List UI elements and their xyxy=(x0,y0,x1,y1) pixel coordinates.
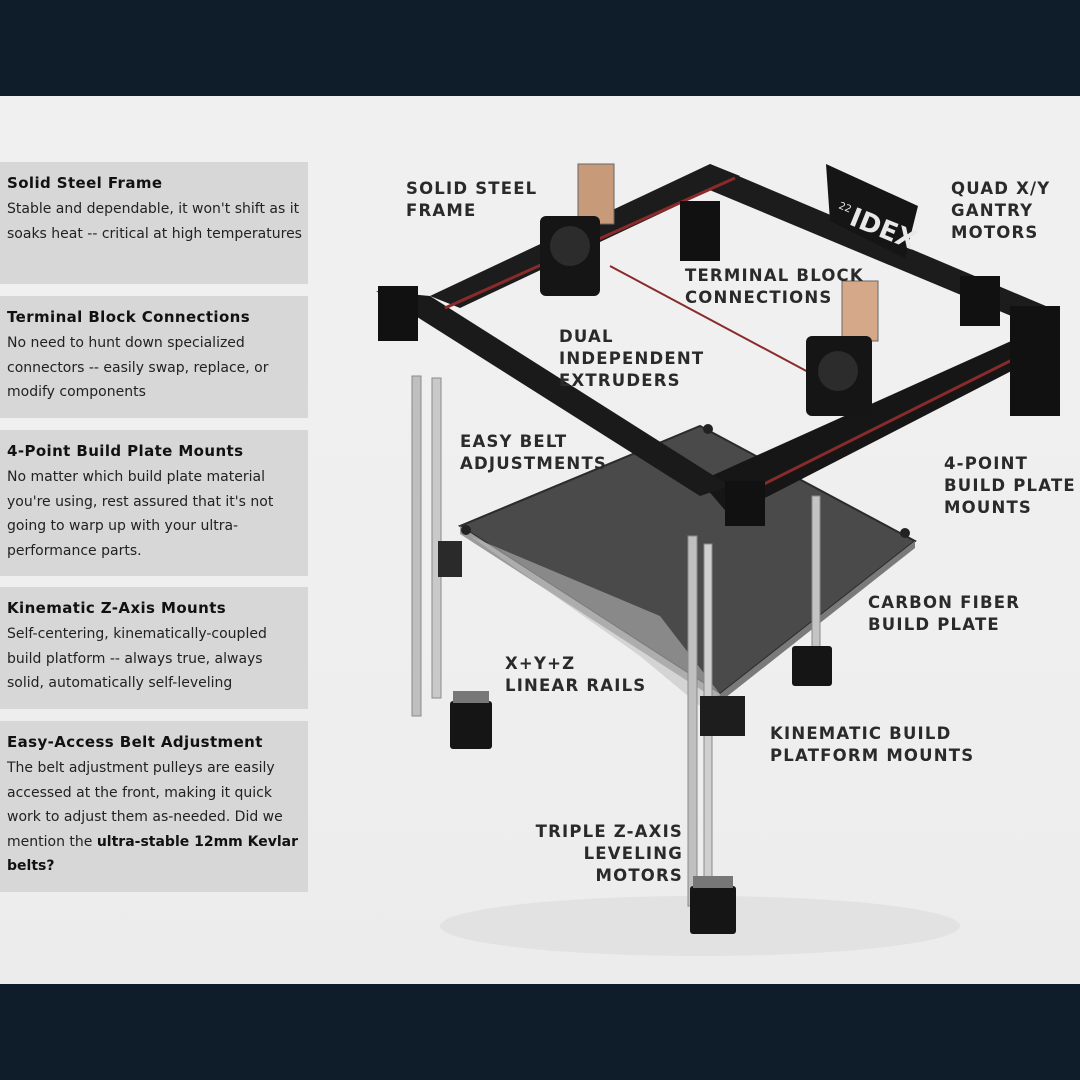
right-back-z-rail xyxy=(792,495,832,686)
feature-card-belt-adjustment: Easy-Access Belt Adjustment The belt adj… xyxy=(0,721,308,892)
callout-linear-rails: X+Y+Z LINEAR RAILS xyxy=(505,654,647,695)
content-panel: IDEX 22 Solid Steel Frame Stable and dep… xyxy=(0,96,1080,984)
feature-body: Self-centering, kinematically-coupled bu… xyxy=(7,626,267,691)
callout-easy-belt: EASY BELT ADJUSTMENTS xyxy=(460,432,607,473)
feature-body: No matter which build plate material you… xyxy=(7,469,274,559)
feature-card-terminal-block: Terminal Block Connections No need to hu… xyxy=(0,296,308,418)
left-z-rail xyxy=(411,375,492,749)
callout-four-point-mounts: 4-POINT BUILD PLATE MOUNTS xyxy=(944,454,1076,517)
feature-body-text: The belt adjustment pulleys are easily a… xyxy=(7,760,283,850)
callout-carbon-fiber-plate: CARBON FIBER BUILD PLATE xyxy=(868,593,1021,634)
feature-title: 4-Point Build Plate Mounts xyxy=(7,442,244,460)
feature-card-build-plate-mounts: 4-Point Build Plate Mounts No matter whi… xyxy=(0,430,308,576)
feature-title: Kinematic Z-Axis Mounts xyxy=(7,599,227,617)
feature-body: No need to hunt down specialized connect… xyxy=(7,335,269,400)
idex-logo-number: 22 xyxy=(837,201,853,216)
callout-kinematic-mounts: KINEMATIC BUILD PLATFORM MOUNTS xyxy=(770,724,975,765)
feature-body: Stable and dependable, it won't shift as… xyxy=(7,201,302,242)
callout-solid-steel-frame: SOLID STEEL FRAME xyxy=(406,179,538,220)
callout-dual-extruders: DUAL INDEPENDENT EXTRUDERS xyxy=(559,327,705,390)
dual-extruders xyxy=(540,163,879,416)
feature-body: The belt adjustment pulleys are easily a… xyxy=(7,756,302,879)
feature-body-highlight: ultra-stable 12mm Kevlar belts? xyxy=(7,833,299,875)
callout-triple-z: TRIPLE Z-AXIS LEVELING MOTORS xyxy=(535,822,683,885)
feature-title: Solid Steel Frame xyxy=(7,174,163,192)
feature-title: Easy-Access Belt Adjustment xyxy=(7,733,263,751)
printer-diagram: IDEX 22 xyxy=(376,163,1060,956)
front-z-rail xyxy=(687,535,745,934)
callout-terminal-block: TERMINAL BLOCK CONNECTIONS xyxy=(685,266,864,307)
feature-card-kinematic-z-mounts: Kinematic Z-Axis Mounts Self-centering, … xyxy=(0,587,308,709)
callout-quad-gantry-motors: QUAD X/Y GANTRY MOTORS xyxy=(951,179,1051,242)
feature-title: Terminal Block Connections xyxy=(7,308,251,326)
feature-card-solid-steel-frame: Solid Steel Frame Stable and dependable,… xyxy=(0,162,308,284)
